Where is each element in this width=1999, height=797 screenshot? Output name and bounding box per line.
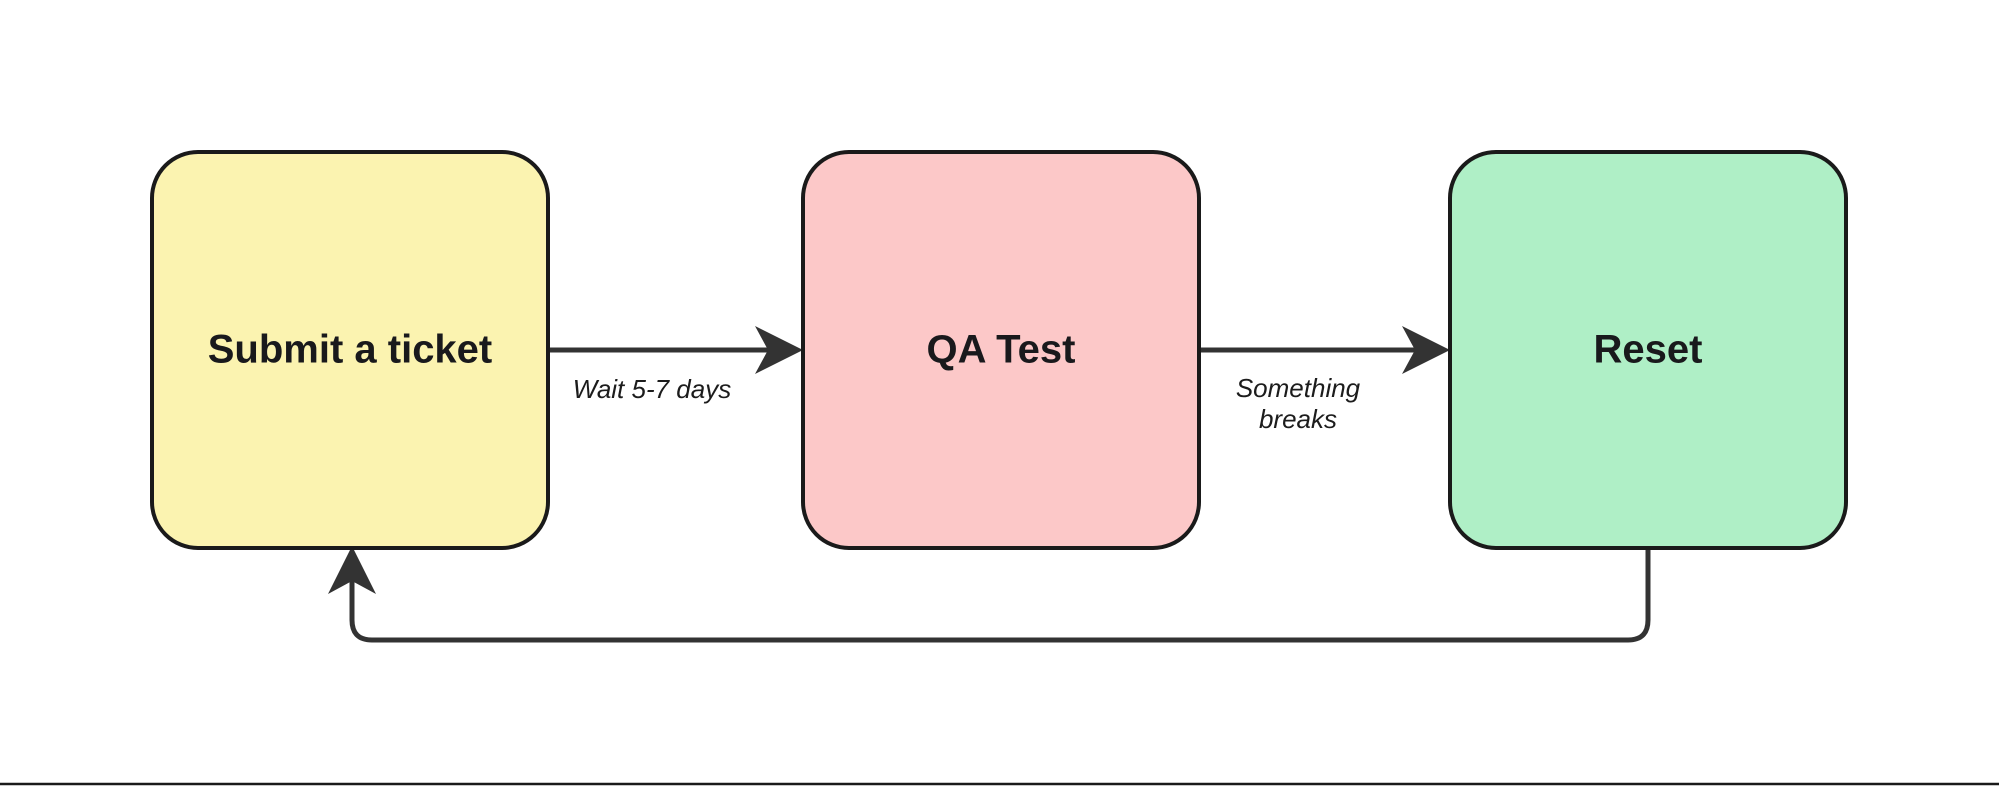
node-submit-a-ticket-label: Submit a ticket	[208, 328, 493, 372]
edge-submit-to-qa-arrowhead-icon	[755, 326, 803, 374]
edge-qa-to-reset-arrowhead-icon	[1402, 326, 1450, 374]
node-qa-test[interactable]: QA Test	[801, 150, 1201, 550]
node-submit-a-ticket[interactable]: Submit a ticket	[150, 150, 550, 550]
edge-reset-to-submit-arrowhead-icon	[328, 546, 376, 594]
node-submit-a-ticket-shape	[150, 150, 550, 550]
node-qa-test-label: QA Test	[927, 328, 1076, 372]
node-reset-label: Reset	[1594, 328, 1703, 372]
edge-reset-to-submit-line	[349, 548, 1651, 643]
node-reset-shape	[1448, 150, 1848, 550]
edge-qa-to-reset-label-line-1: Something	[1236, 373, 1361, 403]
edge-qa-to-reset[interactable]: Something breaks	[1199, 326, 1450, 434]
node-qa-test-shape	[801, 150, 1201, 550]
node-reset[interactable]: Reset	[1448, 150, 1848, 550]
edge-submit-to-qa-label: Wait 5-7 days	[573, 374, 731, 404]
edge-qa-to-reset-label-line-2: breaks	[1259, 404, 1337, 434]
edge-submit-to-qa[interactable]: Wait 5-7 days	[548, 326, 803, 404]
edge-reset-to-submit[interactable]	[328, 546, 1651, 643]
